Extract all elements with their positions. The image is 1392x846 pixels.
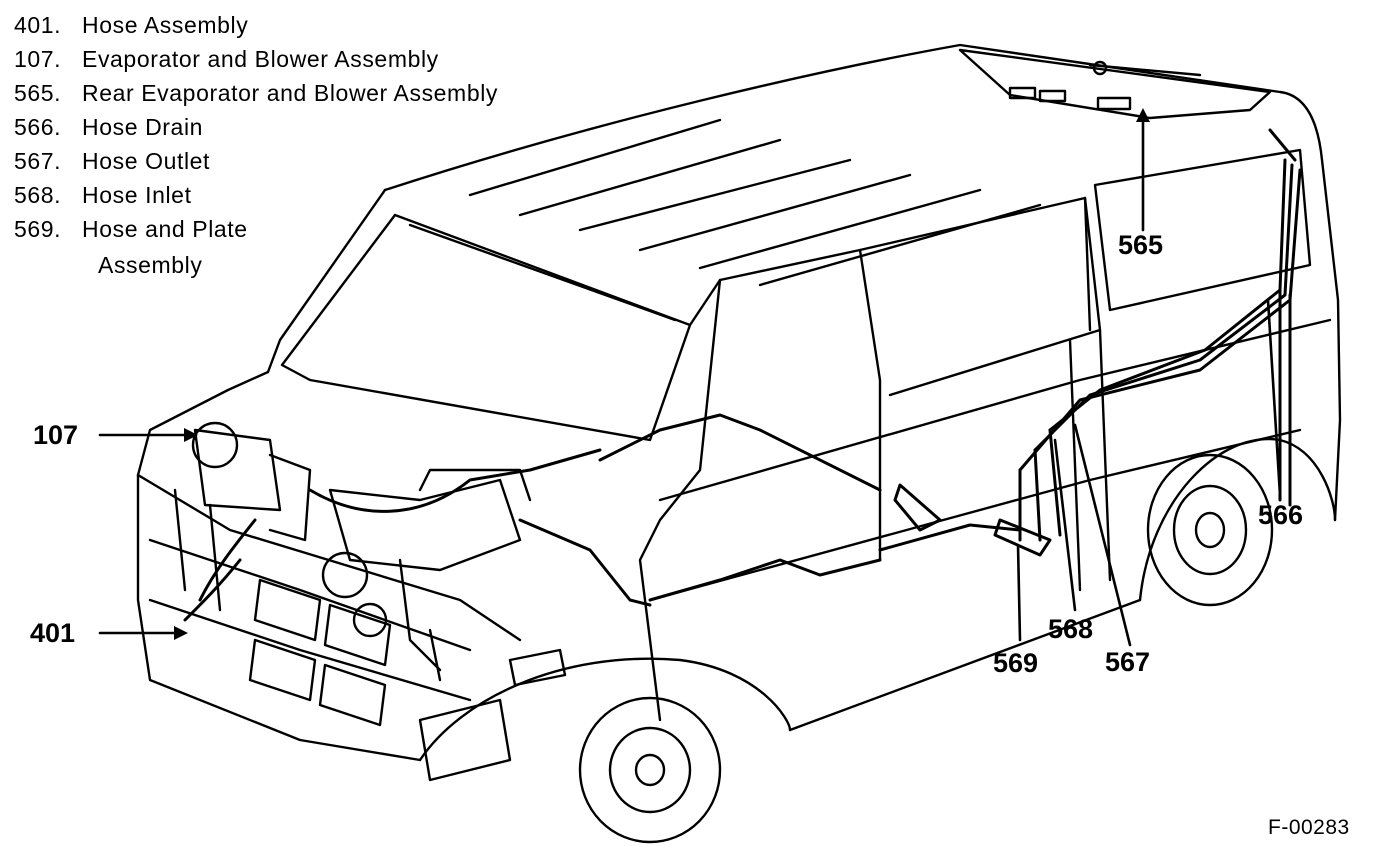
callout-566: 566 — [1258, 500, 1304, 530]
callout-569: 569 — [993, 648, 1039, 678]
callout-401: 401 — [30, 618, 76, 648]
legend-number: 401. — [14, 12, 62, 38]
legend-number: 565. — [14, 80, 62, 106]
rear-evaporator-housing — [958, 48, 1272, 120]
legend-label: Rear Evaporator and Blower Assembly — [82, 80, 499, 106]
legend-row-567: 567. Hose Outlet — [14, 144, 498, 178]
callout-565: 565 — [1118, 230, 1164, 260]
leader-569 — [1016, 543, 1022, 642]
legend-label: Evaporator and Blower Assembly — [82, 46, 439, 72]
callout-568: 568 — [1048, 614, 1094, 644]
legend-row-401: 401. Hose Assembly — [14, 8, 498, 42]
figure-id: F-00283 — [1268, 816, 1350, 839]
legend-label: Hose Assembly — [82, 12, 249, 38]
callout-107: 107 — [33, 420, 79, 450]
leader-lines — [98, 113, 1282, 647]
parts-legend: 401. Hose Assembly 107. Evaporator and B… — [14, 8, 498, 284]
front-wheel — [578, 696, 722, 844]
legend-row-568: 568. Hose Inlet — [14, 178, 498, 212]
leader-566 — [1266, 298, 1282, 497]
legend-number: 568. — [14, 182, 62, 208]
legend-row-566: 566. Hose Drain — [14, 110, 498, 144]
leader-568 — [1053, 438, 1077, 612]
legend-number: 567. — [14, 148, 62, 174]
rear-hoses — [893, 128, 1302, 557]
legend-label: Hose Drain — [82, 114, 204, 140]
legend-continuation: Assembly — [98, 252, 203, 278]
legend-number: 566. — [14, 114, 62, 140]
legend-number: 107. — [14, 46, 62, 72]
leader-567 — [1073, 423, 1132, 647]
legend-row-569: 569. Hose and Plate — [14, 212, 498, 246]
legend-row-107: 107. Evaporator and Blower Assembly — [14, 42, 498, 76]
van-body-outline — [136, 43, 1342, 762]
engine-compartment — [191, 421, 532, 682]
legend-label: Hose Outlet — [82, 148, 211, 174]
arrowheads — [174, 108, 1150, 640]
legend-row-565: 565. Rear Evaporator and Blower Assembly — [14, 76, 498, 110]
legend-number: 569. — [14, 216, 62, 242]
rear-wheel — [1146, 453, 1274, 607]
front-end — [136, 473, 567, 782]
front-hoses — [183, 413, 1022, 622]
legend-label: Hose and Plate — [82, 216, 248, 242]
legend-label: Hose Inlet — [82, 182, 192, 208]
callout-567: 567 — [1105, 647, 1151, 677]
